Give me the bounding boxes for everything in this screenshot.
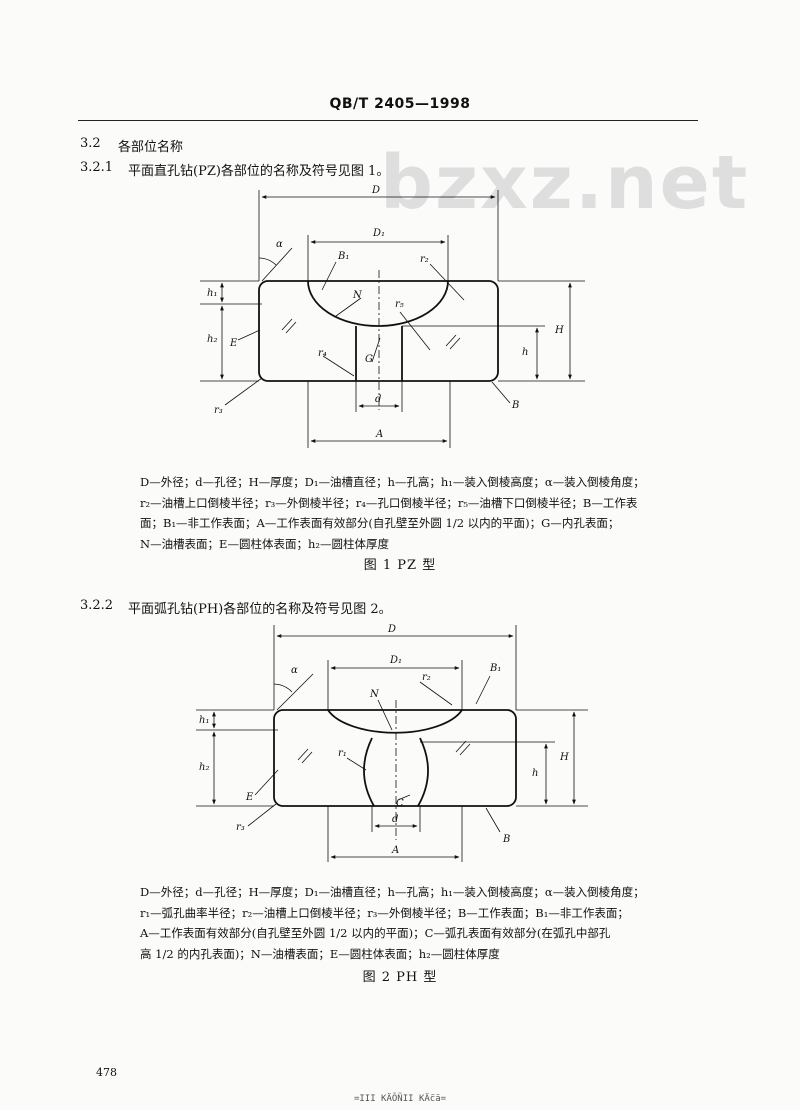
fig1-label-h: h	[522, 347, 528, 358]
fig1-label-D: D	[371, 185, 380, 196]
fig1-label-B: B	[511, 400, 519, 411]
fig2-oil-groove	[327, 709, 463, 734]
fig2-label-D1: D₁	[389, 655, 402, 666]
fig2-label-B: B	[502, 834, 510, 845]
footer-mark: =ΙΙΙ KÄÕÑΙΙ KÄc̃ä=	[353, 1094, 447, 1104]
standard-header: QB/T 2405—1998	[329, 96, 471, 112]
fig2-label-h2: h₂	[199, 762, 209, 773]
caption-line: r₁—弧孔曲率半径；r₂—油槽上口倒棱半径；r₃—外倒棱半径；B—工作表面；B₁…	[140, 905, 629, 920]
fig2-label-E: E	[245, 792, 254, 803]
fig1-label-B1: B₁	[337, 251, 349, 262]
section-3-2-title: 各部位名称	[118, 140, 184, 155]
fig1-label-h1: h₁	[207, 288, 217, 299]
fig2-label-r2: r₂	[422, 672, 431, 683]
fig2-label-H: H	[559, 752, 569, 763]
fig1-label-r2: r₂	[420, 254, 429, 265]
section-3-2-1-number: 3.2.1	[80, 160, 114, 175]
fig1-oil-groove	[307, 280, 449, 327]
fig2-label-A: A	[391, 845, 399, 856]
fig1-label-H: H	[554, 325, 564, 336]
fig2-label-r1: r₁	[338, 748, 347, 759]
caption-line: D—外径；d—孔径；H—厚度；D₁—油槽直径；h—孔高；h₁—装入倒棱高度；α—…	[140, 885, 645, 899]
fig2-label-r3: r₃	[236, 822, 245, 833]
page-number: 478	[96, 1066, 117, 1079]
fig2-label-h: h	[532, 768, 538, 779]
fig1-label-alpha: α	[276, 239, 283, 250]
caption-line: D—外径；d—孔径；H—厚度；D₁—油槽直径；h—孔高；h₁—装入倒棱高度；α—…	[140, 475, 645, 489]
figure-1-caption: D—外径；d—孔径；H—厚度；D₁—油槽直径；h—孔高；h₁—装入倒棱高度；α—…	[140, 472, 660, 554]
fig2-arc-bore-right	[417, 737, 429, 807]
fig1-label-D1: D₁	[372, 228, 385, 239]
fig2-arc-bore-left	[363, 737, 375, 807]
fig1-label-N: N	[352, 290, 363, 301]
caption-line: r₂—油槽上口倒棱半径；r₃—外倒棱半径；r₄—孔口倒棱半径；r₅—油槽下口倒棱…	[140, 495, 638, 510]
fig2-label-C: C	[396, 798, 404, 809]
fig2-label-N: N	[369, 689, 380, 700]
fig2-label-h1: h₁	[199, 715, 209, 726]
fig2-label-D: D	[387, 624, 396, 635]
fig1-label-r4: r₄	[318, 348, 327, 359]
section-3-2-2-text: 平面弧孔钻(PH)各部位的名称及符号见图 2。	[128, 602, 392, 617]
watermark: bzxz.net	[380, 140, 750, 226]
fig1-label-E: E	[229, 338, 238, 349]
caption-line: 高 1/2 的内孔表面)；N—油槽表面；E—圆柱体表面；h₂—圆柱体厚度	[140, 946, 500, 961]
section-3-2-2-number: 3.2.2	[80, 598, 114, 613]
caption-line: 面；B₁—非工作表面；A—工作表面有效部分(自孔壁至外圆 1/2 以内的平面)；…	[140, 516, 620, 530]
fig1-body-outline	[258, 280, 499, 382]
fig2-label-d: d	[392, 814, 398, 825]
fig1-label-r5: r₅	[395, 299, 404, 310]
fig1-label-A: A	[375, 429, 383, 440]
fig1-label-r3: r₃	[214, 405, 223, 416]
fig1-label-G: G	[365, 354, 373, 365]
caption-line: N—油槽表面；E—圆柱体表面；h₂—圆柱体厚度	[140, 536, 389, 551]
header-rule	[78, 120, 698, 121]
fig2-label-B1: B₁	[489, 663, 501, 674]
figure-1-title: 图 1 PZ 型	[363, 558, 437, 573]
fig2-label-alpha: α	[291, 665, 298, 676]
section-3-2-number: 3.2	[80, 136, 101, 151]
section-3-2-1-text: 平面直孔钻(PZ)各部位的名称及符号见图 1。	[128, 164, 390, 179]
figure-2-caption: D—外径；d—孔径；H—厚度；D₁—油槽直径；h—孔高；h₁—装入倒棱高度；α—…	[140, 882, 660, 964]
caption-line: A—工作表面有效部分(自孔壁至外圆 1/2 以内的平面)；C—弧孔表面有效部分(…	[140, 926, 611, 940]
fig2-body-outline	[273, 709, 517, 807]
fig1-label-h2: h₂	[207, 334, 217, 345]
figure-2-title: 图 2 PH 型	[362, 970, 438, 985]
fig1-label-d: d	[375, 394, 381, 405]
